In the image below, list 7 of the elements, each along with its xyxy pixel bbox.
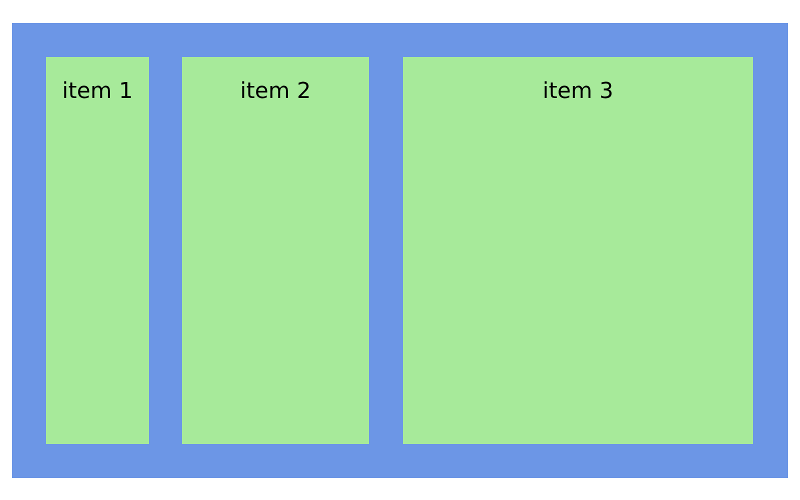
item-label: item 3 (542, 79, 614, 104)
item-box (182, 57, 369, 444)
container-box (12, 23, 788, 478)
item-label: item 1 (62, 79, 133, 104)
item-box (403, 57, 753, 444)
item-label: item 2 (240, 79, 311, 104)
item-box (46, 57, 149, 444)
